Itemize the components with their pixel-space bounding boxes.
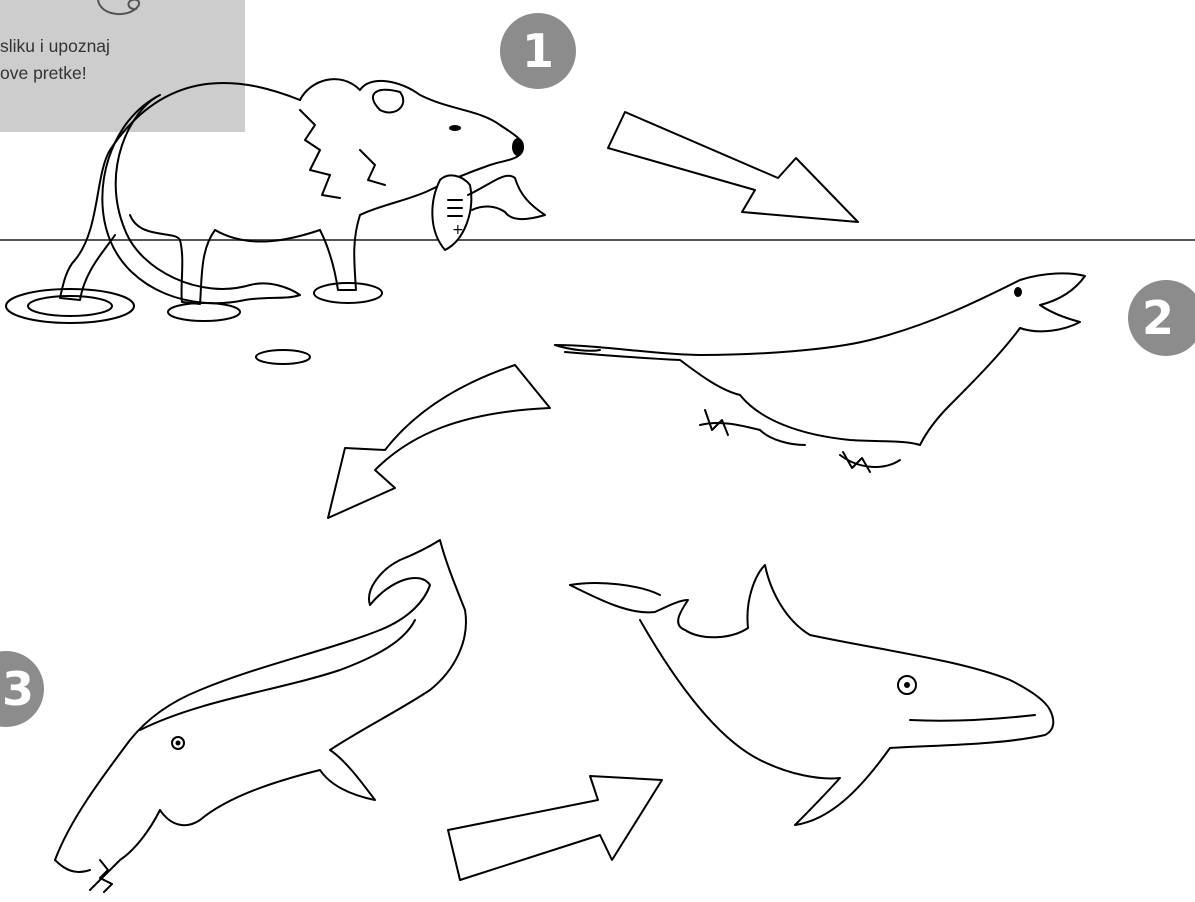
stage-1-land-animal-icon: +	[60, 79, 545, 304]
water-ripples	[6, 283, 382, 364]
arrow-1-icon	[608, 112, 858, 222]
stage-3-early-whale-icon	[55, 540, 466, 892]
arrow-3-icon	[448, 776, 662, 880]
svg-text:+: +	[452, 222, 464, 238]
stage-2-swimming-animal-icon	[555, 273, 1085, 472]
arrow-2-icon	[328, 365, 550, 518]
